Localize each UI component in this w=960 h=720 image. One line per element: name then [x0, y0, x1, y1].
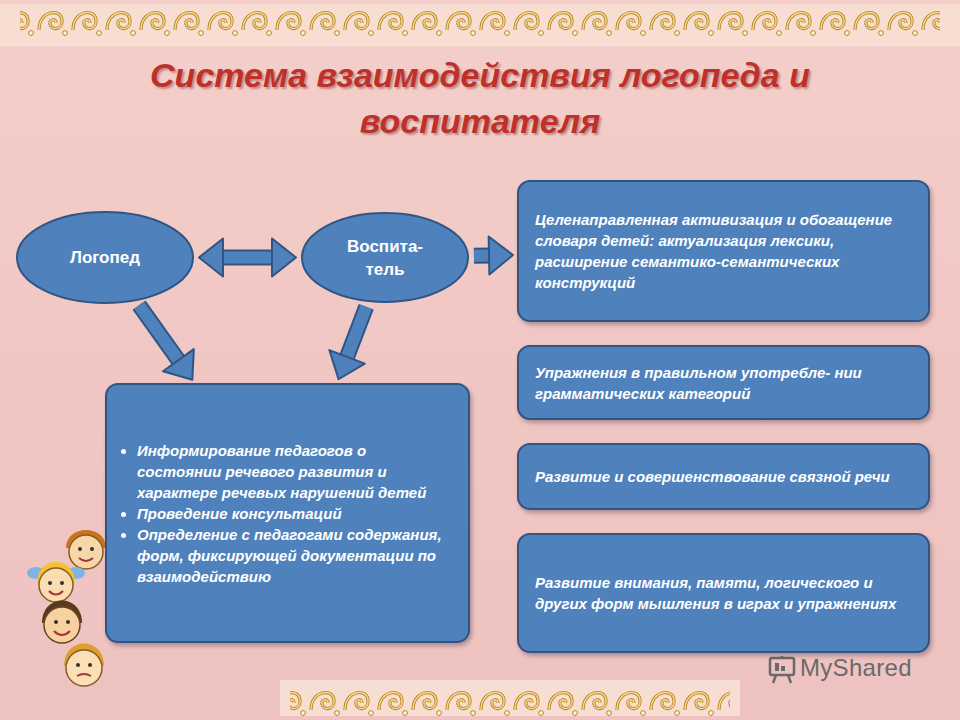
- node-text: Развитие внимания, памяти, логического и…: [535, 572, 912, 614]
- watermark: MyShared: [800, 654, 912, 682]
- node-text-holder: Информирование педагогов о состоянии реч…: [107, 440, 468, 587]
- task-box: Целенаправленная активизация и обогащени…: [517, 180, 930, 322]
- node-text: Целенаправленная активизация и обогащени…: [535, 209, 912, 293]
- arrow-shaft: [221, 252, 274, 264]
- arrow-shaft: [346, 307, 366, 359]
- node-text-holder: Целенаправленная активизация и обогащени…: [519, 209, 928, 293]
- block-arrow: [139, 305, 194, 380]
- bottom-border-curls: [290, 680, 730, 716]
- watermark-icon: [770, 656, 794, 683]
- node-text-holder: Развитие и совершенствование связной реч…: [519, 466, 928, 487]
- bottom-border-band: [280, 680, 740, 716]
- task-box: Упражнения в правильном употребле- нии г…: [517, 345, 930, 420]
- role-ellipse: Воспита- тель: [300, 211, 470, 304]
- bullet-item: Определение с педагогами содержания, фор…: [137, 524, 452, 587]
- node-text-holder: Воспита- тель: [338, 235, 433, 281]
- node-text-holder: Логопед: [40, 246, 170, 269]
- block-arrow: [474, 237, 513, 275]
- arrowhead: [329, 350, 365, 379]
- node-text: Логопед: [40, 246, 170, 269]
- block-arrow: [329, 307, 366, 380]
- node-text: Воспита- тель: [338, 235, 433, 281]
- arrowhead: [163, 349, 194, 380]
- bullet-list: Информирование педагогов о состоянии реч…: [123, 440, 452, 587]
- top-border-curls: [20, 4, 940, 44]
- arrowhead: [199, 239, 223, 277]
- ellipse-fill: [17, 212, 193, 303]
- node-text-holder: Развитие внимания, памяти, логического и…: [519, 572, 928, 614]
- node-text: Упражнения в правильном употребле- нии г…: [535, 362, 912, 404]
- ellipse-fill: [302, 213, 468, 302]
- arrow-shaft: [139, 305, 179, 362]
- bullet-item: Информирование педагогов о состоянии реч…: [137, 440, 452, 503]
- arrowhead: [272, 239, 296, 277]
- task-box: Развитие внимания, памяти, логического и…: [517, 533, 930, 653]
- ellipse-outline: [300, 211, 470, 304]
- task-box: Информирование педагогов о состоянии реч…: [105, 383, 470, 643]
- task-box: Развитие и совершенствование связной реч…: [517, 443, 930, 510]
- node-text: Развитие и совершенствование связной реч…: [535, 466, 912, 487]
- arrowhead: [489, 237, 513, 275]
- bullet-item: Проведение консультаций: [137, 503, 452, 524]
- arrow-shaft-outline: [139, 305, 179, 362]
- role-ellipse: Логопед: [15, 210, 195, 305]
- arrow-shaft-outline: [221, 250, 274, 266]
- node-text-holder: Упражнения в правильном употребле- нии г…: [519, 362, 928, 404]
- top-border-band: [0, 4, 960, 46]
- block-arrow: [199, 239, 296, 277]
- arrow-shaft-outline: [346, 307, 366, 359]
- slide-title: Система взаимодействия логопеда и воспит…: [80, 52, 880, 144]
- children-illustration: [27, 530, 106, 686]
